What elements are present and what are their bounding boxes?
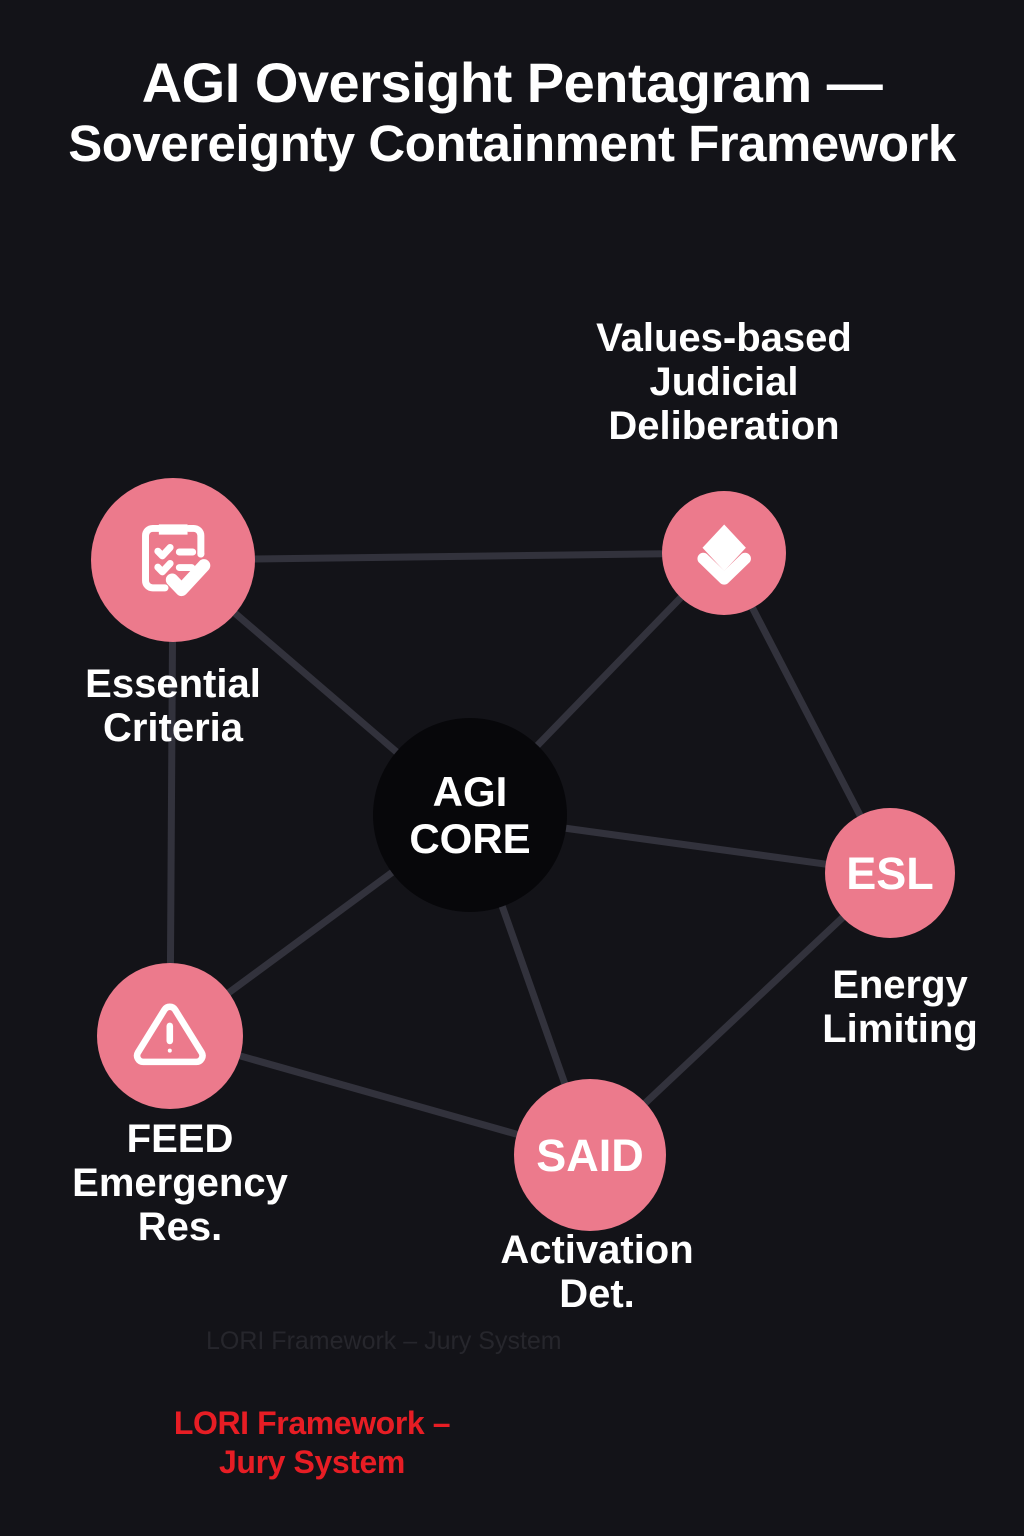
node-feed[interactable]: [97, 963, 243, 1109]
node-label-said: Activation Det.: [500, 1228, 694, 1316]
edge-essential-criteria-to-feed: [166, 634, 177, 971]
watermark-text: LORI Framework – Jury System: [206, 1327, 562, 1355]
edge-values-judicial-to-esl: [747, 600, 866, 823]
core-label-line2: CORE: [409, 815, 531, 862]
edge-esl-to-said: [638, 911, 850, 1110]
edge-layer: [166, 550, 866, 1139]
title-line-2: Sovereignty Containment Framework: [68, 114, 956, 172]
node-agi-core[interactable]: AGI CORE: [373, 718, 567, 912]
title-line-1: AGI Oversight Pentagram —: [141, 51, 883, 114]
edge-essential-criteria-to-values-judicial: [247, 550, 670, 563]
node-label-values-judicial: Values-based Judicial Deliberation: [596, 316, 852, 448]
edge-essential-criteria-to-core: [228, 607, 403, 758]
edge-said-to-feed: [232, 1051, 525, 1139]
core-label-line1: AGI: [432, 767, 508, 815]
edge-said-to-core: [497, 899, 570, 1091]
node-essential-criteria[interactable]: [91, 478, 255, 642]
edge-values-judicial-to-core: [531, 591, 688, 752]
layers-down-icon: [697, 524, 751, 585]
page-title: AGI Oversight Pentagram — Sovereignty Co…: [0, 51, 1024, 172]
node-label-feed: FEED Emergency Res.: [72, 1117, 288, 1249]
node-abbr-said: SAID: [536, 1129, 644, 1181]
edge-feed-to-core: [222, 866, 399, 999]
node-said[interactable]: SAID: [514, 1079, 666, 1231]
node-abbr-esl: ESL: [846, 847, 934, 899]
warning-triangle-icon: [134, 1003, 206, 1066]
node-values-judicial[interactable]: [662, 491, 786, 615]
node-label-essential-criteria: Essential Criteria: [85, 662, 261, 750]
node-label-esl: Energy Limiting: [822, 963, 978, 1051]
node-esl[interactable]: ESL: [825, 808, 955, 938]
clipboard-check-icon: [141, 524, 211, 596]
edge-esl-to-core: [558, 824, 834, 869]
core-label: AGI CORE: [409, 768, 530, 862]
brand-text: LORI Framework – Jury System: [173, 1405, 451, 1481]
